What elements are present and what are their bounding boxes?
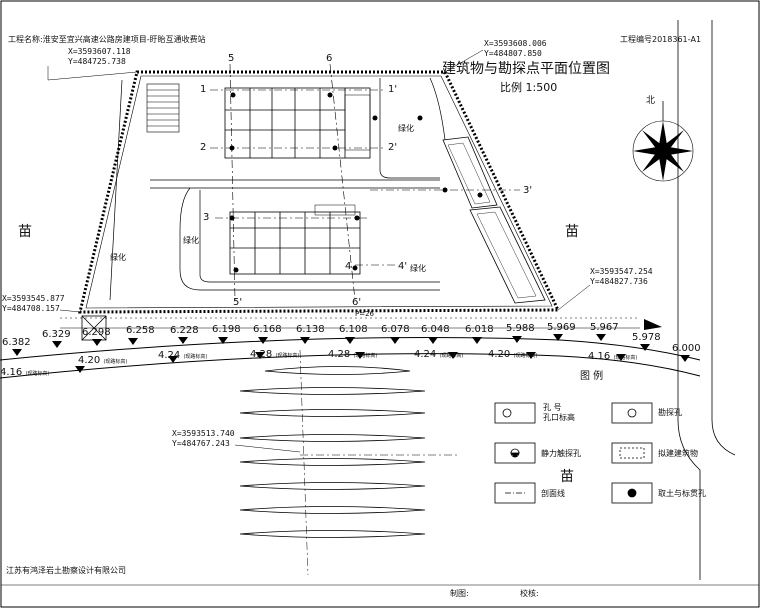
green-area-label: 绿化 [183,236,199,245]
elevation-label: 6.329 [42,329,71,340]
elevation-label: 5.988 [506,323,535,334]
drawing-title: 建筑物与勘探点平面位置图 [442,61,610,77]
drawn-by-label: 制图: [450,589,469,598]
site-boundary [78,70,561,314]
section-label: 3' [523,185,533,196]
section-label: 1 [200,84,207,95]
legend-label: 拟建建筑物 [658,449,698,458]
parking-area [146,83,180,133]
seedling-label: 苗 [18,224,32,240]
company-name: 江苏有鸿泽岩土勘察设计有限公司 [6,566,126,575]
building-2 [229,204,361,275]
section-label: 4 [345,261,352,272]
north-arrow [632,101,694,182]
legend-symbols [494,402,653,504]
seedling-label: 苗 [565,224,579,240]
coord-x-4: X=3593545.877 [2,294,65,303]
section-label: 6' [352,297,362,308]
elevation-label: 6.018 [465,324,494,335]
section-label: 4' [398,261,408,272]
coord-x-3: X=3593547.254 [590,267,653,276]
building-1 [224,87,371,159]
internal-roads [109,77,446,301]
elevation-label: 6.138 [296,324,325,335]
section-label: 5 [228,53,235,64]
section-label: 1' [388,84,398,95]
legend-label-hole-no: 孔 号 [543,403,562,412]
coord-x-5: X=3593513.740 [172,429,235,438]
north-label: 北 [646,96,656,106]
site-boreholes [229,92,483,273]
road-elevation: 4.20 (现路标高) [78,355,128,366]
elevation-markers [12,319,690,373]
green-area-label: 绿化 [410,264,426,273]
elevation-label: 5.969 [547,322,576,333]
elevation-label: 6.000 [672,343,701,354]
section-label: 2 [200,142,207,153]
coord-x-2: X=3593608.006 [484,39,547,48]
elevation-label: 6.298 [82,327,111,338]
green-area-label: 绿化 [110,253,126,262]
coord-y-5: Y=484767.243 [172,439,230,448]
elevation-label: 6.048 [421,324,450,335]
project-number: 工程编号2018361-A1 [620,35,702,44]
coord-y-3: Y=484827.736 [590,277,648,286]
seedling-label: 苗 [560,469,574,485]
section-label: 6 [326,53,333,64]
road-elevation: 4.24 (现路标高) [158,350,208,361]
annex-buildings [442,136,546,304]
green-area-label: 绿化 [398,124,414,133]
coord-leaders [47,49,591,453]
legend-label: 取土与标贯孔 [658,489,706,498]
drawing-scale: 比例 1:500 [500,81,558,94]
section-label: 5' [233,297,243,308]
elevation-label: 6.168 [253,324,282,335]
elevation-label: 5.978 [632,332,661,343]
legend-label: 剖面线 [541,489,565,498]
elevation-label: 5.967 [590,322,619,333]
elevation-label: 6.108 [339,324,368,335]
coord-y-2: Y=484807.850 [484,49,542,58]
road-width-label: P=26 [355,310,374,318]
legend-label: 勘探孔 [658,408,682,417]
elevation-label: 6.258 [126,325,155,336]
elevation-label: 6.078 [381,324,410,335]
legend-label-hole-elev: 孔口标高 [543,413,575,422]
road-elevation: 4.28 (现路标高) [250,349,300,360]
coord-y-1: Y=484725.738 [68,57,126,66]
legend-label: 静力触探孔 [541,449,581,458]
section-lines [210,63,520,301]
coord-x-1: X=3593607.118 [68,47,131,56]
elevation-label: 6.228 [170,325,199,336]
elevation-label: 6.198 [212,324,241,335]
road-elevation: 4.24 (现路标高) [414,349,464,360]
section-label: 2' [388,142,398,153]
section-boxes [81,315,107,341]
road-elevation: 4.16 (现路标高) [0,367,50,378]
road-elevation: 4.16 (现路标高) [588,351,638,362]
legend-title: 图 例 [580,371,604,382]
checked-by-label: 校核: [520,589,539,598]
coord-y-4: Y=484708.157 [2,304,60,313]
elevation-label: 6.382 [2,337,31,348]
road-elevation: 4.28 (现路标高) [328,349,378,360]
project-name: 工程名称:淮安至宜兴高速公路房建项目-盱眙互通收费站 [8,35,206,44]
section-label: 3 [203,212,210,223]
toll-islands [239,349,460,576]
road-elevation: 4.20 (现路标高) [488,349,538,360]
